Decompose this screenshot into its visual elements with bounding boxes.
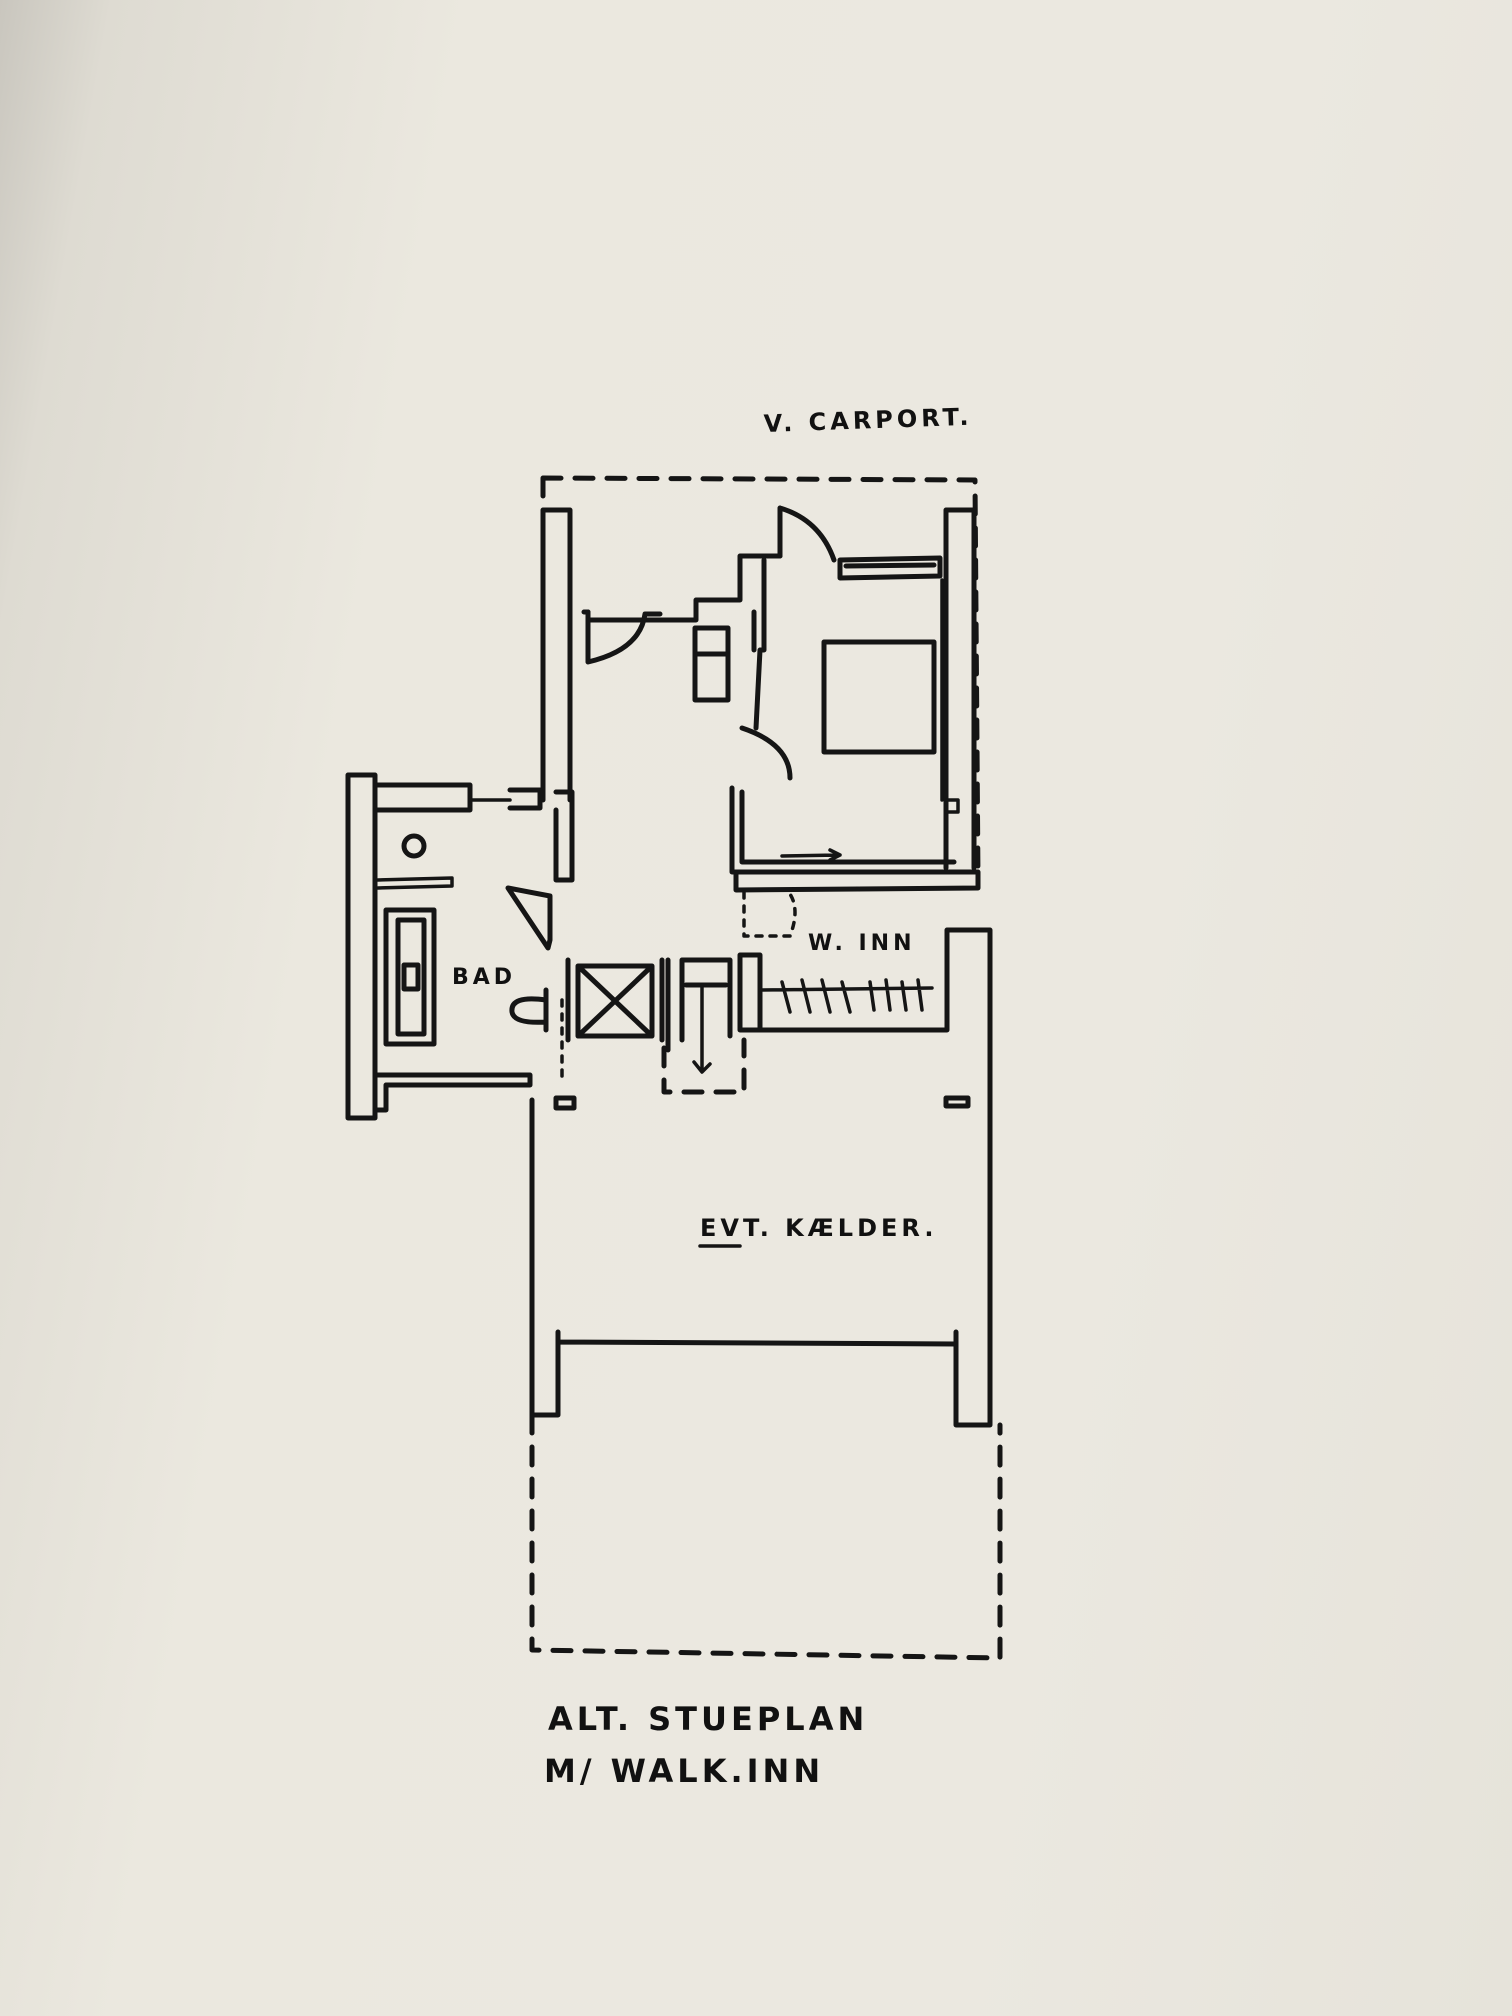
- bedroom-door: [739, 725, 793, 781]
- toilet: [509, 987, 549, 1033]
- carport-outline: [540, 475, 981, 883]
- lower-dashed-outline: [529, 1412, 1003, 1661]
- main-right-wall: [943, 507, 977, 871]
- bedroom-door-arrow: [780, 848, 842, 862]
- bathroom-label: BAD: [452, 965, 516, 990]
- bathtub: [383, 907, 437, 1047]
- bathroom-counter: [376, 876, 454, 890]
- bathtub-drain: [401, 962, 421, 992]
- walk-in-shelving: [758, 978, 934, 1014]
- cellar-top-marks: [553, 1095, 971, 1111]
- stair-hatch: [565, 957, 665, 1043]
- cellar-left-wall: [529, 1097, 561, 1418]
- cellar-label: EVT. KÆLDER.: [700, 1214, 937, 1242]
- hall-storage: [692, 625, 731, 703]
- cellar-right-wall: [953, 1125, 993, 1428]
- entry-door: [777, 505, 837, 563]
- bedroom-bottom-wall: [729, 785, 981, 893]
- walk-in-label: W. INN: [808, 931, 916, 956]
- bathroom-right-wall: [553, 789, 575, 883]
- hall-bedroom-wall: [581, 553, 783, 731]
- walk-in-door-swing: [742, 890, 797, 938]
- staircase-dashed-outline: [661, 1037, 747, 1095]
- cellar-opening-beam: [555, 1329, 959, 1355]
- hall-closet-door: [585, 609, 663, 665]
- main-left-wall: [540, 507, 573, 803]
- bed: [821, 639, 937, 755]
- staircase-arrow: [692, 983, 712, 1074]
- carport-label: V. CARPORT.: [763, 403, 973, 438]
- bathroom-outer-wall: [345, 772, 543, 1121]
- bathroom-vanity: [505, 885, 553, 951]
- bathroom-sink: [401, 833, 427, 859]
- plan-title-line2: M/ WALK.INN: [544, 1752, 824, 1790]
- walk-in-walls: [737, 927, 993, 1131]
- entry-window: [837, 555, 943, 581]
- bedroom-side-window: [940, 578, 960, 814]
- plan-title-line1: ALT. STUEPLAN: [548, 1700, 868, 1738]
- staircase: [665, 957, 733, 1053]
